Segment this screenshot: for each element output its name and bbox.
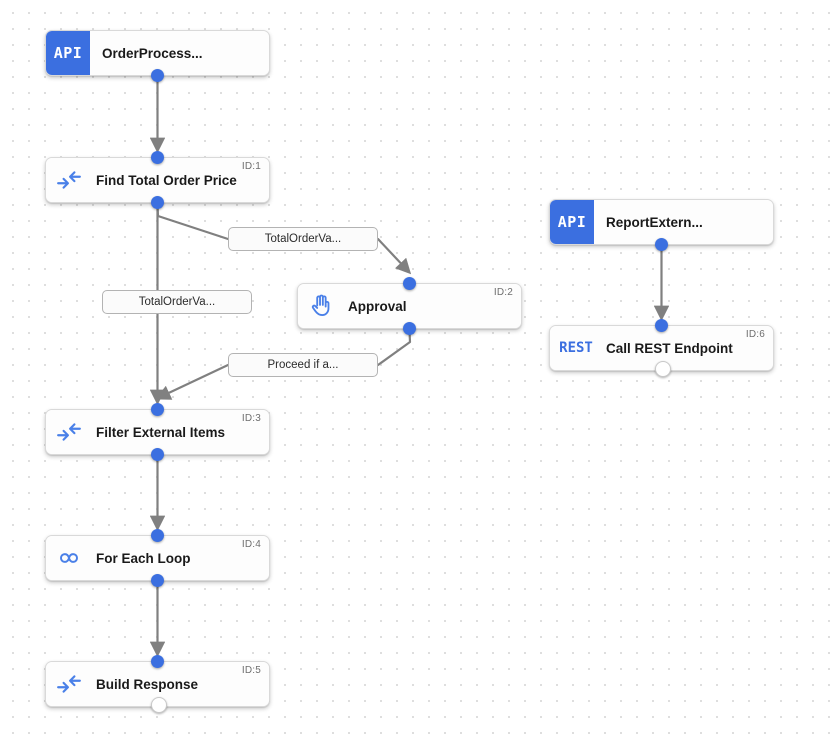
node-port-bottom[interactable] — [151, 574, 164, 587]
node-body: Build Response — [46, 662, 269, 706]
node-label: Find Total Order Price — [96, 172, 237, 188]
node-label: For Each Loop — [96, 550, 191, 566]
api-badge-icon: API — [550, 200, 594, 244]
node-id-label: ID:5 — [241, 665, 261, 676]
node-port-bottom[interactable] — [151, 69, 164, 82]
loop-infinity-icon — [46, 536, 92, 580]
edge-label-total-order-value-to-filter[interactable]: TotalOrderVa... — [102, 290, 252, 314]
node-id-label: ID:1 — [241, 161, 261, 172]
node-body: API ReportExtern... — [550, 200, 773, 244]
node-label: OrderProcess... — [102, 45, 203, 61]
merge-arrows-icon — [46, 158, 92, 202]
api-badge-icon: API — [46, 31, 90, 75]
merge-arrows-icon — [46, 410, 92, 454]
node-port-top[interactable] — [403, 277, 416, 290]
node-port-top[interactable] — [151, 529, 164, 542]
workflow-node-for-each-loop[interactable]: For Each Loop ID:4 — [45, 529, 270, 587]
raised-hand-icon — [298, 284, 344, 328]
node-id-label: ID:2 — [493, 287, 513, 298]
node-port-bottom[interactable] — [150, 697, 167, 713]
node-port-bottom[interactable] — [151, 448, 164, 461]
workflow-node-approval[interactable]: Approval ID:2 — [297, 277, 522, 335]
edge-label-total-order-value-to-approval[interactable]: TotalOrderVa... — [228, 227, 378, 251]
node-body: Filter External Items — [46, 410, 269, 454]
node-port-top[interactable] — [655, 319, 668, 332]
node-port-bottom[interactable] — [151, 196, 164, 209]
workflow-node-build-response[interactable]: Build Response ID:5 — [45, 655, 270, 713]
node-body: Approval — [298, 284, 521, 328]
workflow-node-call-rest-endpoint[interactable]: REST Call REST Endpoint ID:6 — [549, 319, 774, 377]
node-port-top[interactable] — [151, 655, 164, 668]
node-id-label: ID:6 — [745, 329, 765, 340]
node-label: Call REST Endpoint — [606, 340, 733, 356]
node-port-bottom[interactable] — [403, 322, 416, 335]
node-body: API OrderProcess... — [46, 31, 269, 75]
node-body: Find Total Order Price — [46, 158, 269, 202]
node-label: Filter External Items — [96, 424, 226, 440]
node-port-top[interactable] — [151, 403, 164, 416]
workflow-node-report-extern[interactable]: API ReportExtern... — [549, 199, 774, 251]
rest-label-icon: REST — [559, 340, 593, 356]
node-port-top[interactable] — [151, 151, 164, 164]
node-port-bottom[interactable] — [654, 361, 671, 377]
node-label: Build Response — [96, 676, 199, 692]
node-body: For Each Loop — [46, 536, 269, 580]
node-port-bottom[interactable] — [655, 238, 668, 251]
node-id-label: ID:4 — [241, 539, 261, 550]
merge-arrows-icon — [46, 662, 92, 706]
workflow-node-filter-external-items[interactable]: Filter External Items ID:3 — [45, 403, 270, 461]
node-label: Approval — [348, 298, 407, 314]
node-label: ReportExtern... — [606, 214, 703, 230]
workflow-node-find-total-order-price[interactable]: Find Total Order Price ID:1 — [45, 151, 270, 209]
node-id-label: ID:3 — [241, 413, 261, 424]
edge-label-proceed-if-approved[interactable]: Proceed if a... — [228, 353, 378, 377]
workflow-node-order-process[interactable]: API OrderProcess... — [45, 30, 270, 82]
